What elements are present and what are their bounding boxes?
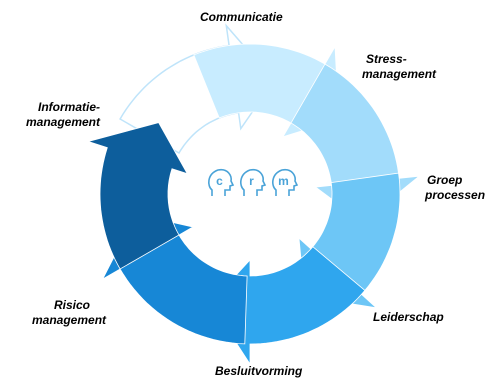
logo-head-m: m	[272, 168, 298, 196]
label-communicatie: Communicatie	[200, 10, 283, 24]
logo-head-r: r	[240, 168, 267, 196]
arrow-risico	[86, 122, 189, 270]
logo-letter: c	[216, 174, 223, 188]
logo-letter: m	[278, 174, 289, 188]
logo-head-c: c	[208, 168, 235, 196]
label-informatie-management: Informatie- management	[25, 100, 101, 129]
label-groep-processen: Groep processen	[425, 173, 486, 202]
label-risico-management: Risico management	[32, 298, 107, 327]
label-stress-management: Stress- management	[362, 52, 437, 81]
label-leiderschap: Leiderschap	[373, 310, 444, 324]
logo-letter: r	[249, 174, 254, 188]
label-besluitvorming: Besluitvorming	[215, 364, 303, 378]
